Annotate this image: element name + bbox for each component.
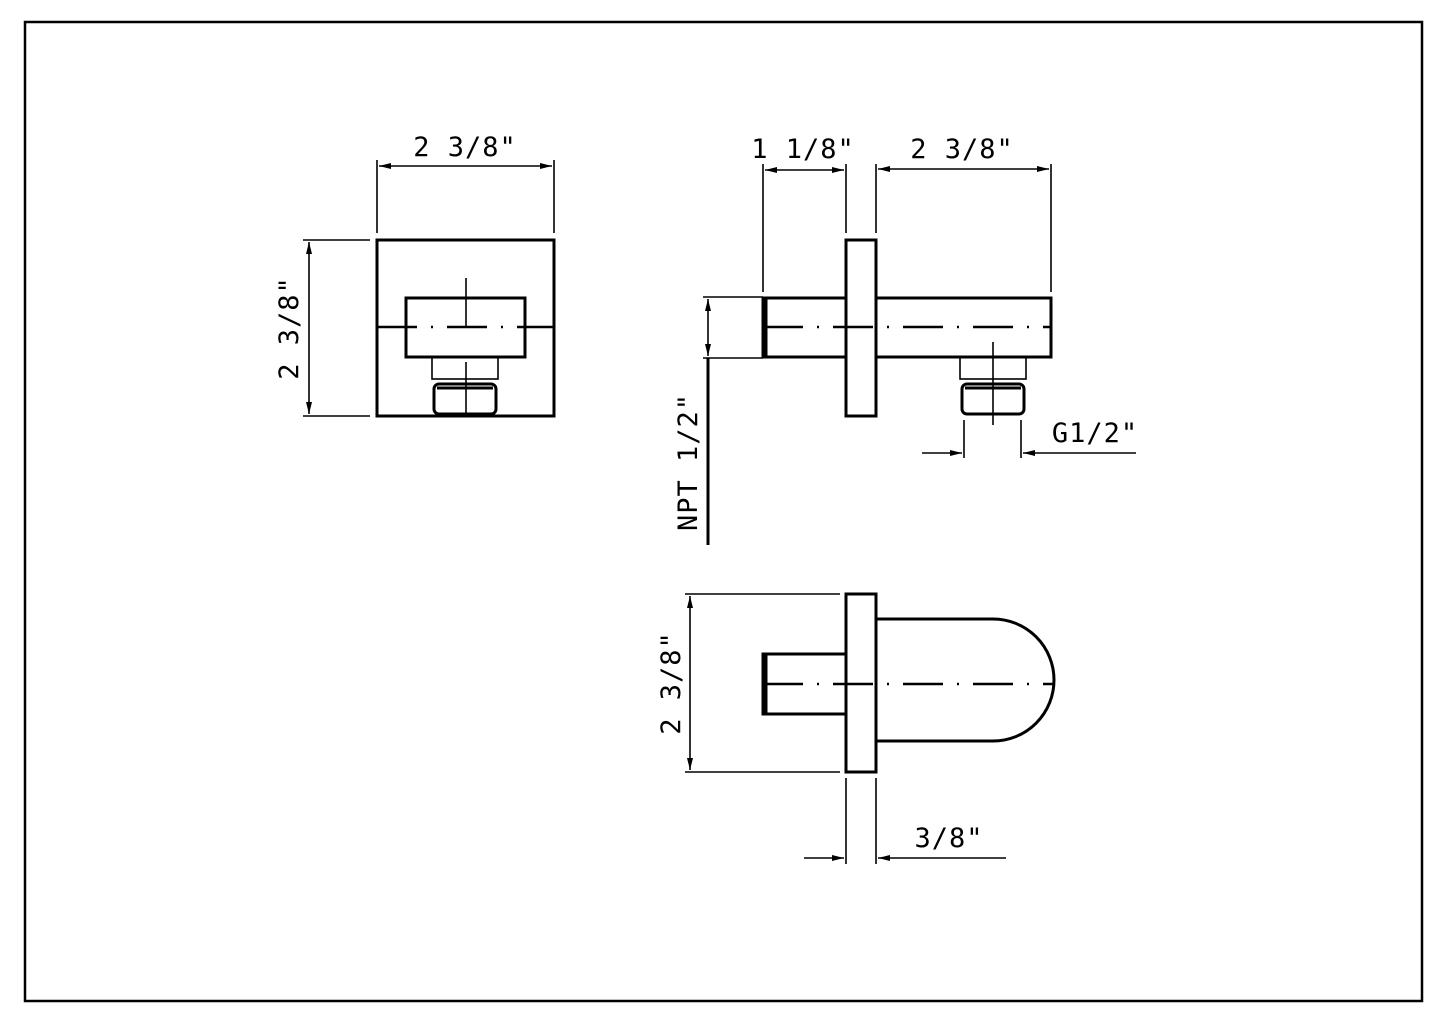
outlet-thread-label: G1/2": [1052, 418, 1138, 449]
stub-length-dimension: 1 1/8": [751, 134, 855, 165]
plate-thickness-dimension: 3/8": [914, 823, 983, 854]
front-height-dimension: 2 3/8": [274, 276, 305, 380]
front-view: 2 3/8" 2 3/8": [274, 132, 556, 418]
top-view: 2 3/8" 3/8": [656, 592, 1056, 864]
top-height-dimension: 2 3/8": [656, 631, 687, 735]
side-view: 1 1/8" 2 3/8" NPT 1/2" G1/2": [673, 134, 1138, 545]
inlet-thread-label: NPT 1/2": [673, 393, 704, 531]
front-width-dimension: 2 3/8": [413, 132, 517, 163]
body-length-dimension: 2 3/8": [910, 134, 1014, 165]
drawing-border: [23, 20, 1424, 1003]
